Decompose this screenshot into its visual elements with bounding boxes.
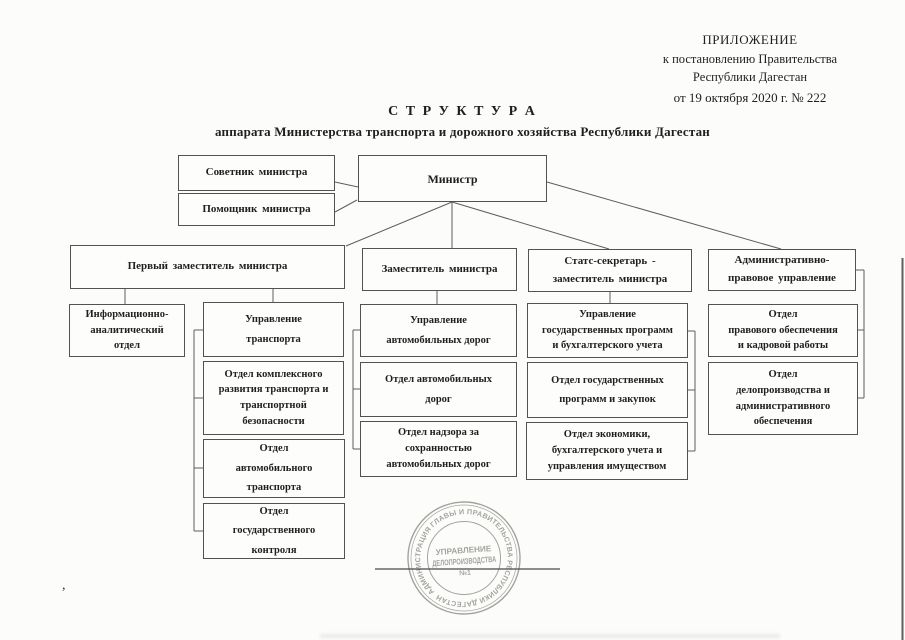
- org-box-economics-division: Отдел экономики, бухгалтерского учета и …: [526, 422, 688, 480]
- org-box-info-analytics: Информационно- аналитический отдел: [69, 304, 185, 357]
- org-box-auto-transport: Отдел автомобильного транспорта: [203, 439, 345, 498]
- annex-line-date-number: от 19 октября 2020 г. № 222: [673, 90, 827, 106]
- org-box-advisor: Советник министра: [178, 155, 335, 191]
- org-box-records-admin: Отдел делопроизводства и административно…: [708, 362, 858, 435]
- annex-header: ПРИЛОЖЕНИЕ к постановлению Правительства…: [618, 31, 882, 108]
- org-box-legal-hr: Отдел правового обеспечения и кадровой р…: [708, 304, 858, 357]
- org-box-roads-supervision: Отдел надзора за сохранностью автомобиль…: [360, 421, 517, 477]
- org-box-programs-dept: Управление государственных программ и бу…: [527, 303, 688, 358]
- scan-bottom-smudge: [320, 634, 780, 638]
- stray-comma-mark: ,: [62, 578, 66, 593]
- stamp-center-line1: УПРАВЛЕНИЕ: [435, 544, 492, 557]
- org-box-roads-division: Отдел автомобильных дорог: [360, 362, 517, 417]
- org-box-transport-dept: Управление транспорта: [203, 302, 344, 357]
- org-box-state-control: Отдел государственного контроля: [203, 503, 345, 559]
- org-box-assistant: Помощник министра: [178, 193, 335, 226]
- page-title: С Т Р У К Т У Р А: [388, 104, 537, 119]
- stamp-outer-ring-inner: [410, 504, 518, 612]
- stamp-center-line3: №1: [459, 569, 471, 578]
- org-box-admin-legal-dept: Административно- правовое управление: [708, 249, 856, 291]
- stamp-outer-ring: [407, 501, 521, 615]
- official-round-stamp: АДМИНИСТРАЦИЯ ГЛАВЫ И ПРАВИТЕЛЬСТВА РЕСП…: [394, 486, 530, 624]
- stamp-inner-ring: [427, 521, 501, 595]
- page-subtitle: аппарата Министерства транспорта и дорож…: [214, 124, 711, 139]
- annex-title: ПРИЛОЖЕНИЕ: [702, 32, 798, 47]
- document-title-block: С Т Р У К Т У Р А аппарата Министерства …: [90, 104, 835, 140]
- org-box-complex-development: Отдел комплексного развития транспорта и…: [203, 361, 344, 435]
- org-box-procurement-division: Отдел государственных программ и закупок: [527, 362, 688, 418]
- annex-line-resolution: к постановлению Правительства: [662, 51, 838, 66]
- org-box-roads-dept: Управление автомобильных дорог: [360, 304, 517, 357]
- org-box-state-secretary: Статс-секретарь - заместитель министра: [528, 249, 692, 292]
- org-box-deputy: Заместитель министра: [362, 248, 517, 291]
- org-box-first-deputy: Первый заместитель министра: [70, 245, 345, 289]
- annex-line-republic: Республики Дагестан: [692, 69, 808, 84]
- stamp-center-line2: ДЕЛОПРОИЗВОДСТВА: [432, 555, 497, 568]
- org-box-minister: Министр: [358, 155, 547, 202]
